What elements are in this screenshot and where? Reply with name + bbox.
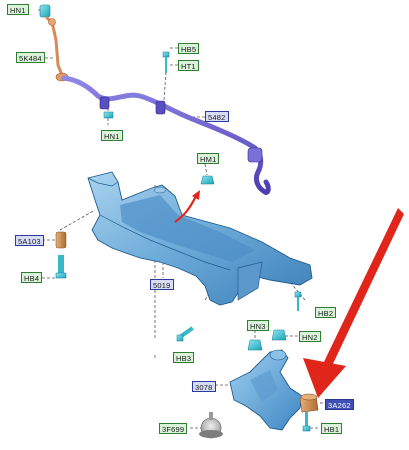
- highlight-arrow: [303, 208, 404, 398]
- stabilizer-link: [39, 4, 69, 82]
- lower-control-arm: [229, 349, 303, 431]
- nut-hn2: [271, 329, 287, 341]
- callout-5a103: 5A103: [15, 235, 44, 246]
- bolt-hb2: [294, 291, 302, 311]
- engine-mount-3f699: [199, 412, 223, 439]
- bolt-hb4: [55, 255, 67, 279]
- direction-arrow-small: [174, 195, 197, 223]
- callout-hb2: HB2: [315, 307, 337, 318]
- bushing-5a103: [55, 231, 67, 249]
- callout-hn3: HN3: [247, 320, 269, 331]
- nut-hn1: [103, 111, 114, 119]
- callout-hn2: HN2: [299, 331, 321, 342]
- callout-ht1: HT1: [178, 60, 199, 71]
- callout-3078: 3078: [192, 381, 216, 392]
- callout-3f699: 3F699: [159, 423, 188, 434]
- stabilizer-bar: [61, 75, 271, 195]
- subframe: [87, 171, 313, 306]
- nut-hn3: [247, 339, 263, 351]
- callout-hb1: HB1: [321, 423, 343, 434]
- bolt-hb5: [162, 51, 170, 73]
- bolt-hb3: [176, 326, 194, 342]
- nut-hm1: [200, 175, 215, 185]
- callout-3a262: 3A262: [325, 399, 354, 410]
- callout-hn1-top: HN1: [7, 4, 29, 15]
- callout-hb4: HB4: [21, 272, 43, 283]
- direction-arrow-small-head: [192, 190, 200, 200]
- callout-hn1-mid: HN1: [101, 130, 123, 141]
- bushing-3a262: [299, 393, 319, 413]
- callout-hm1: HM1: [197, 153, 220, 164]
- callout-hb3: HB3: [173, 352, 195, 363]
- callout-5019: 5019: [150, 279, 174, 290]
- bolt-hb1: [302, 412, 311, 432]
- callout-hb5: HB5: [178, 43, 200, 54]
- callout-5k484: 5K484: [16, 52, 45, 63]
- callout-5482: 5482: [205, 111, 229, 122]
